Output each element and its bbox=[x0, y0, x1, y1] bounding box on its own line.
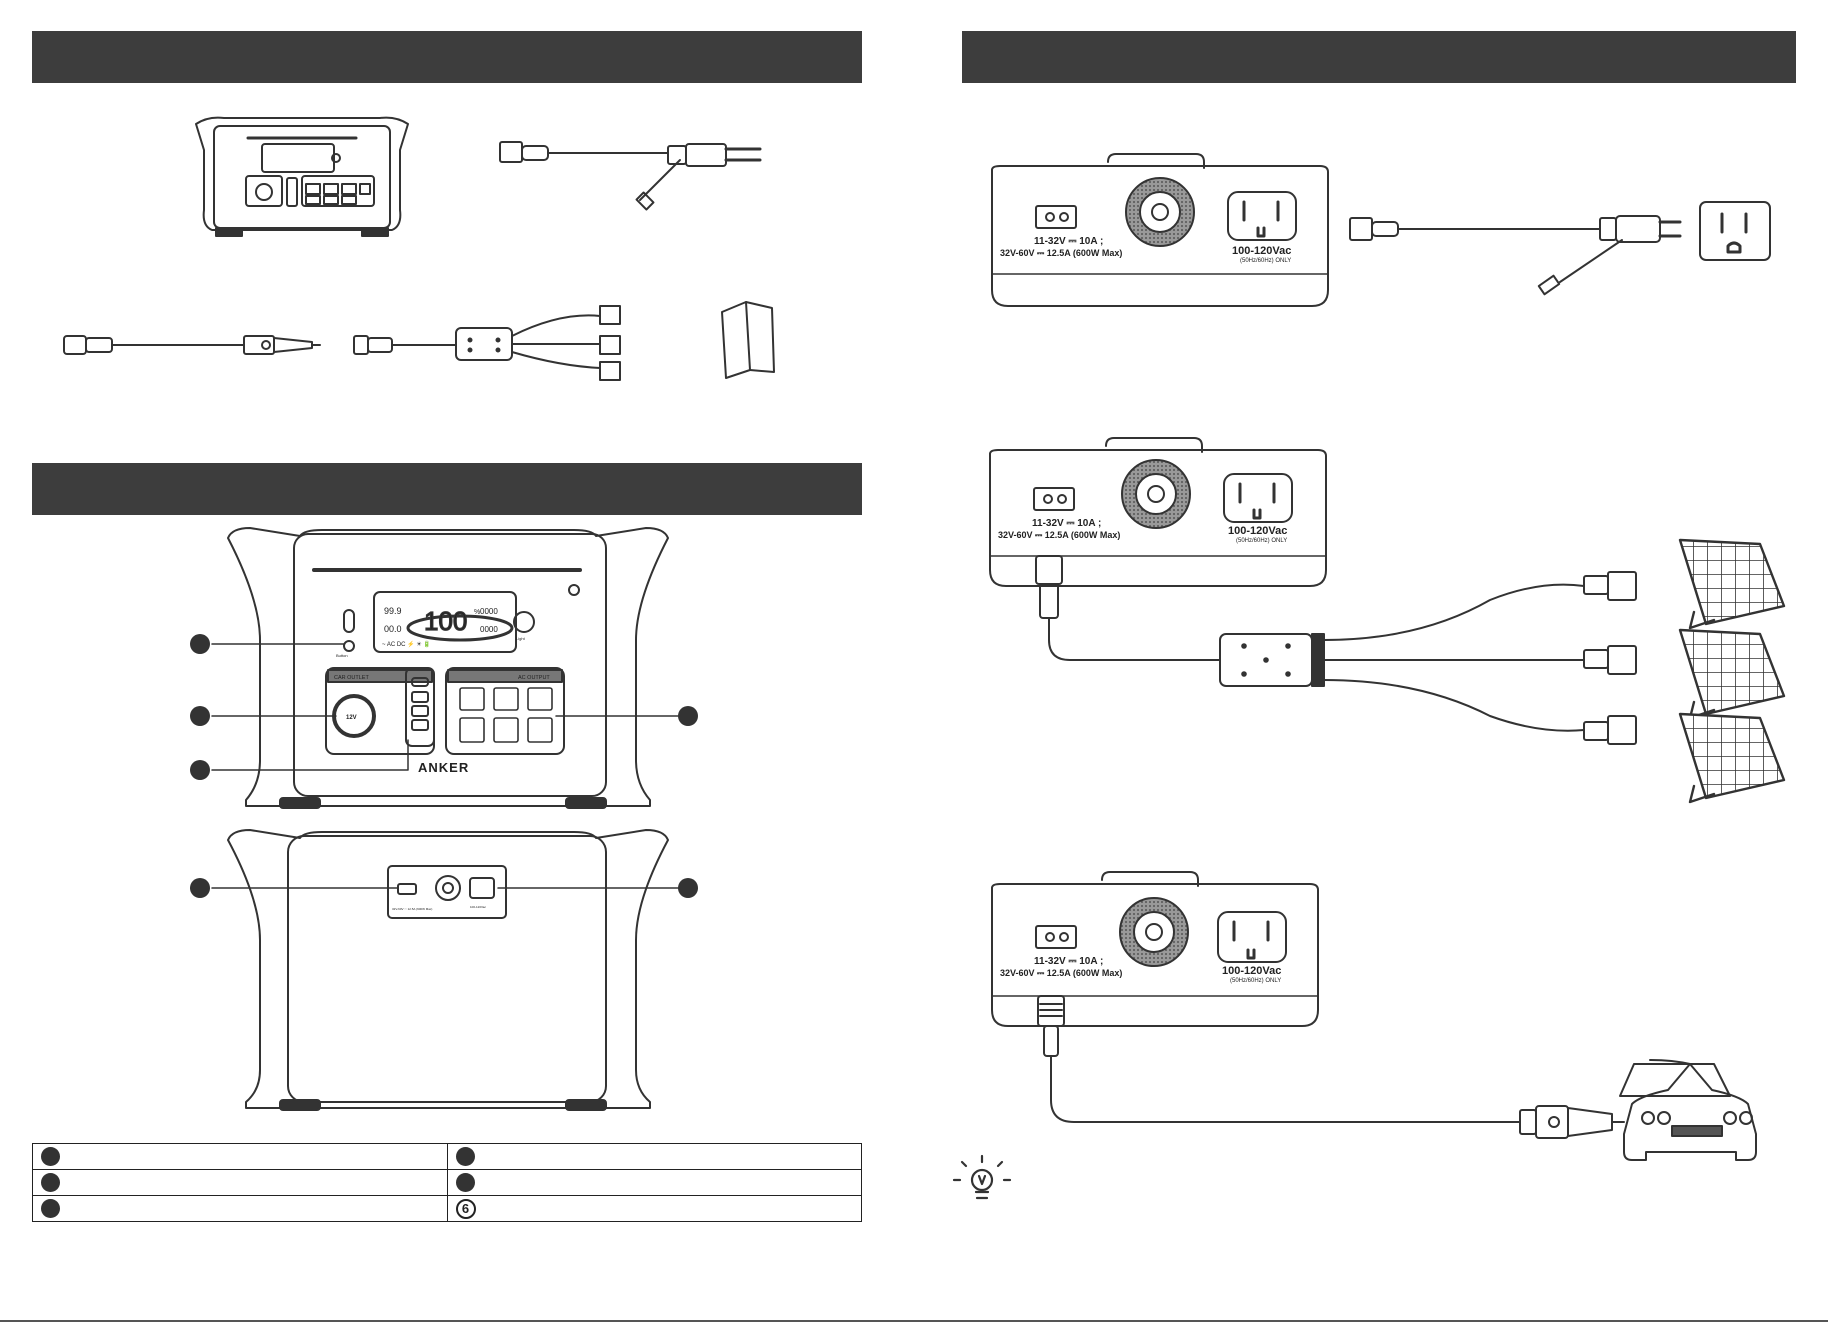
box-item-power-station bbox=[195, 116, 409, 237]
callout-number-badge bbox=[455, 1173, 475, 1192]
car-icon bbox=[1619, 1059, 1757, 1161]
callout-leaders bbox=[211, 643, 679, 889]
port-panel-ac-recharge bbox=[991, 153, 1329, 307]
table-cell: 6 bbox=[446, 1195, 862, 1222]
p3-ac-sub: (50Hz/60Hz) ONLY bbox=[1230, 978, 1281, 984]
p2-dc-spec-2: 32V-60V ⎓ 12.5A (600W Max) bbox=[998, 530, 1120, 540]
car-outlet-label: CAR OUTLET bbox=[334, 675, 369, 681]
p1-ac-sub: (50Hz/60Hz) ONLY bbox=[1240, 258, 1291, 264]
switch-label: Button bbox=[336, 653, 348, 658]
back-ac-spec: 100-120Vac bbox=[470, 905, 486, 909]
parts-legend-table: 6 bbox=[32, 1143, 862, 1222]
solar-panel-icon bbox=[1678, 538, 1786, 804]
callout-number-badge bbox=[41, 1173, 60, 1192]
p3-dc-spec-1: 11-32V ⎓ 10A ; bbox=[1034, 956, 1103, 967]
callout-number-badge bbox=[41, 1147, 60, 1166]
solar-cable-assembly bbox=[1035, 555, 1637, 745]
callout-number-badge bbox=[41, 1199, 60, 1218]
page-bottom-edge bbox=[0, 1320, 1828, 1322]
front-brand-logo: ANKER bbox=[418, 760, 469, 775]
callout-markers bbox=[190, 634, 698, 898]
p2-ac-sub: (50Hz/60Hz) ONLY bbox=[1236, 538, 1287, 544]
lcd-icon-row: ~ AC DC ⚡ ☀ 🔋 bbox=[382, 640, 431, 648]
p3-ac-spec: 100-120Vac bbox=[1222, 965, 1281, 977]
light-label: Light bbox=[516, 636, 526, 641]
table-row bbox=[32, 1169, 862, 1196]
p1-dc-spec-1: 11-32V ⎓ 10A ; bbox=[1034, 236, 1103, 247]
header-bar-recharging bbox=[962, 31, 1796, 83]
port-panel-solar-recharge bbox=[989, 437, 1327, 587]
lcd-right-bottom-value: 0000 bbox=[480, 625, 498, 634]
table-cell bbox=[446, 1143, 862, 1170]
car-charging-cable bbox=[1037, 995, 1625, 1139]
p2-dc-spec-1: 11-32V ⎓ 10A ; bbox=[1032, 518, 1101, 529]
ac-cable-to-wall bbox=[1349, 215, 1682, 296]
p3-dc-spec-2: 32V-60V ⎓ 12.5A (600W Max) bbox=[1000, 968, 1122, 978]
table-row: 6 bbox=[32, 1195, 862, 1222]
lcd-left-top-value: 99.9 bbox=[384, 606, 402, 616]
p2-ac-spec: 100-120Vac bbox=[1228, 525, 1287, 537]
table-cell bbox=[32, 1169, 448, 1196]
ac-output-label: AC OUTPUT bbox=[518, 675, 550, 681]
table-cell bbox=[32, 1195, 448, 1222]
car-outlet-face: 12V bbox=[346, 715, 357, 721]
table-cell bbox=[446, 1169, 862, 1196]
wall-outlet-icon bbox=[1699, 201, 1771, 261]
p1-dc-spec-2: 32V-60V ⎓ 12.5A (600W Max) bbox=[1000, 248, 1122, 258]
lcd-main-digits: 100 bbox=[424, 606, 467, 636]
table-cell bbox=[32, 1143, 448, 1170]
lcd-left-bottom-value: 00.0 bbox=[384, 624, 402, 634]
box-item-ac-charging-cable bbox=[499, 141, 762, 211]
port-spec-labels: 11-32V ⎓ 10A ; 32V-60V ⎓ 12.5A (600W Max… bbox=[392, 236, 1291, 984]
box-item-car-charging-cable bbox=[63, 335, 321, 355]
overview-front-device bbox=[227, 527, 669, 809]
back-dc-spec: 32V-60V ⎓ 12.5A (600W Max) bbox=[392, 907, 432, 911]
table-row bbox=[32, 1143, 862, 1170]
header-bar-whats-in-the-box bbox=[32, 31, 862, 83]
box-item-solar-parallel-cable bbox=[353, 305, 621, 381]
box-item-user-manual bbox=[721, 301, 775, 379]
callout-number-badge: 6 bbox=[455, 1198, 476, 1219]
header-bar-product-overview bbox=[32, 463, 862, 515]
lcd-right-top-value: 0000 bbox=[480, 607, 498, 616]
port-panel-car-recharge bbox=[991, 871, 1319, 1027]
lcd-percent: % bbox=[474, 609, 480, 616]
overview-back-device bbox=[227, 829, 669, 1111]
lightbulb-tip-icon bbox=[952, 1154, 1012, 1200]
callout-number-badge bbox=[455, 1147, 475, 1166]
p1-ac-spec: 100-120Vac bbox=[1232, 245, 1291, 257]
